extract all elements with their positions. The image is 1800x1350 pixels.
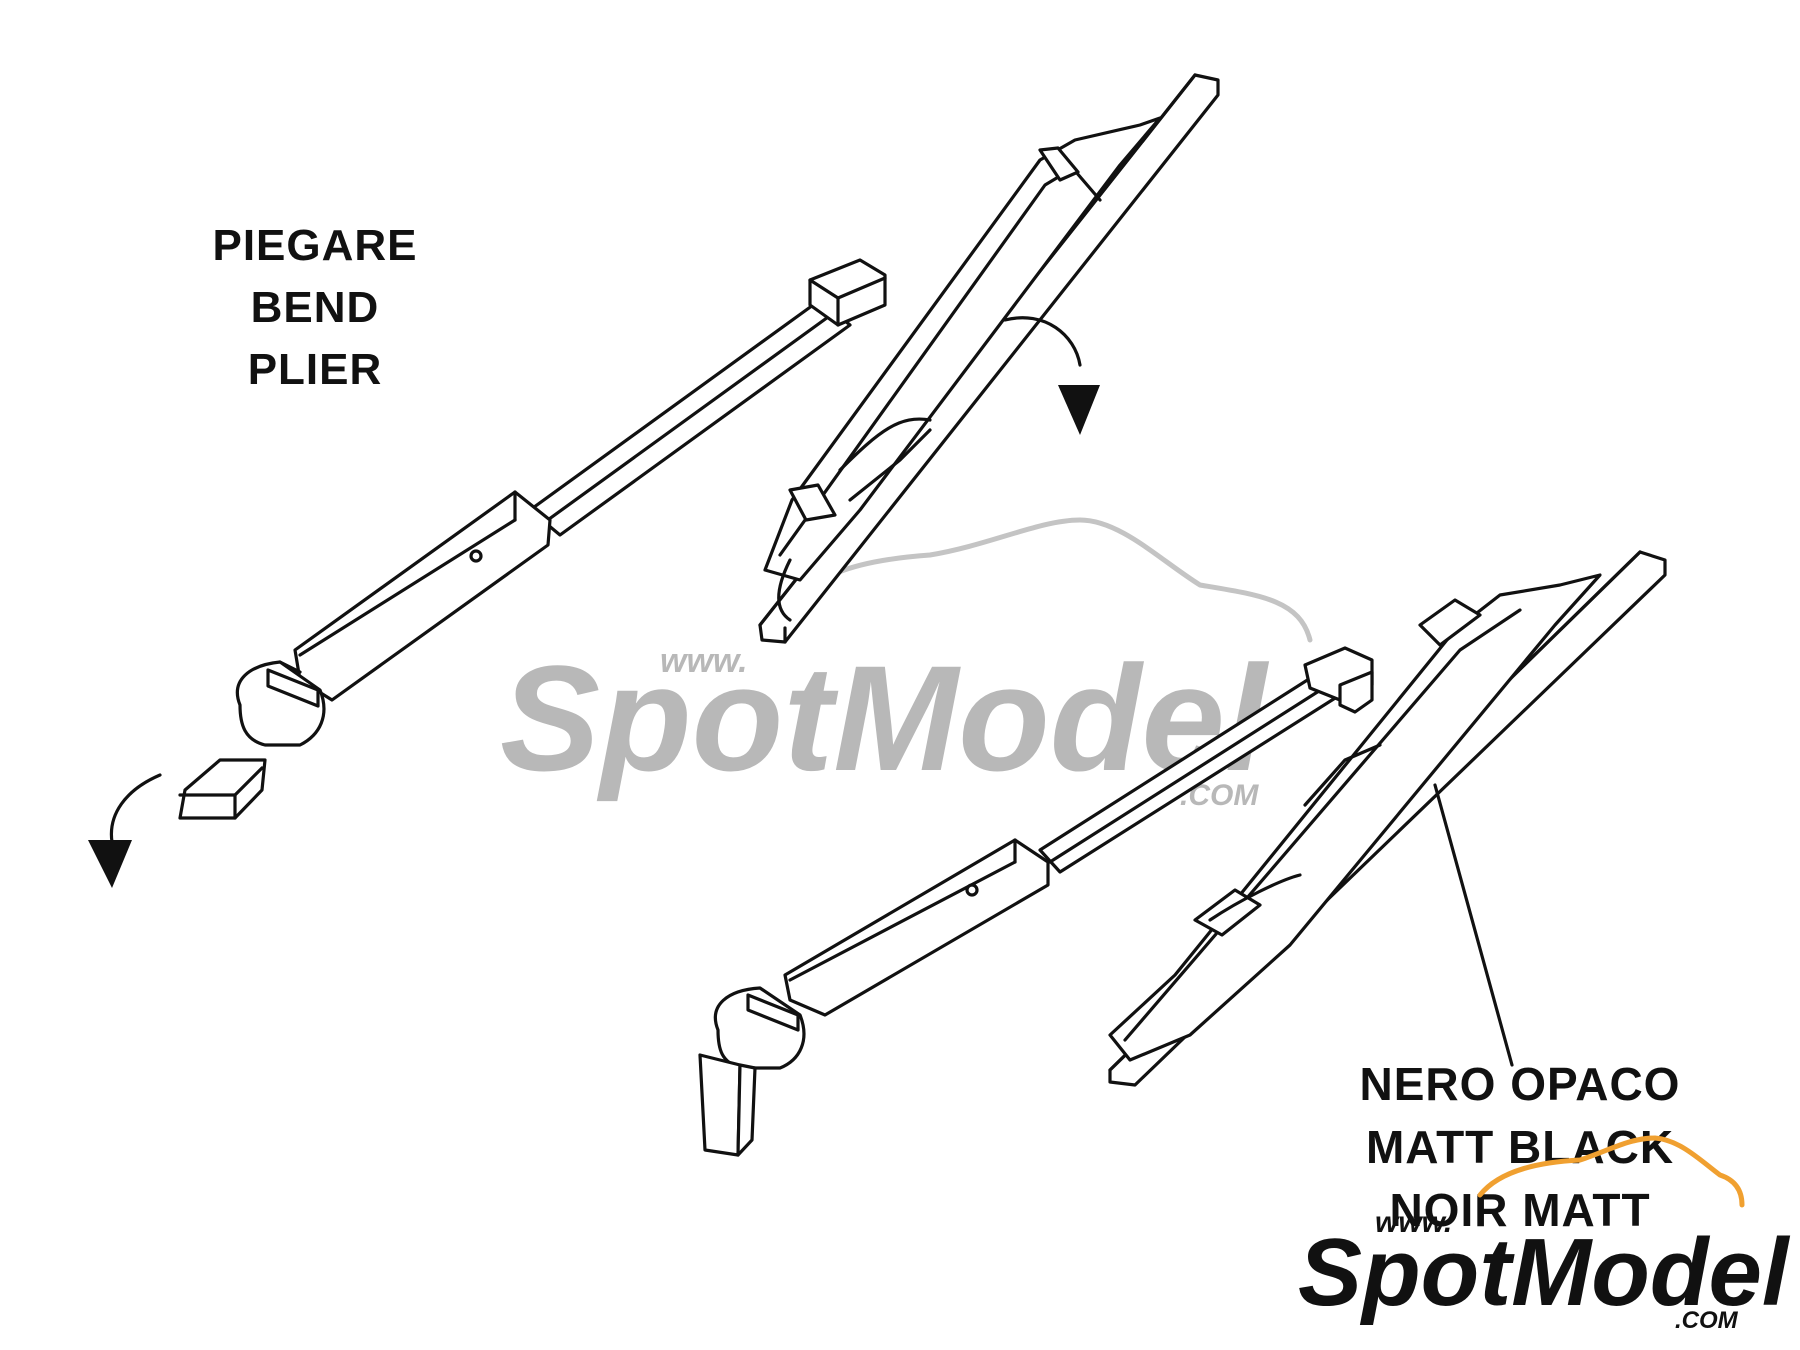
center-watermark: www. SpotModel .COM	[500, 517, 1313, 812]
bend-label: PIEGARE BEND PLIER	[212, 221, 417, 394]
paint-leader-line	[1433, 783, 1514, 1067]
corner-logo-prefix: www.	[1375, 1206, 1452, 1239]
car-silhouette-icon	[787, 517, 1313, 643]
bend-label-line-3: PLIER	[248, 345, 383, 394]
wiper-blade-bar	[758, 73, 1220, 644]
paint-label-line-2: MATT BLACK	[1366, 1121, 1674, 1173]
bend-label-line-1: PIEGARE	[212, 221, 417, 270]
bend-tab	[178, 758, 267, 820]
bend-arrow-icon	[88, 840, 132, 888]
wiper-assembly-bend	[88, 73, 1220, 888]
watermark-prefix: www.	[660, 642, 748, 680]
corner-logo-suffix: .COM	[1675, 1307, 1739, 1334]
paint-label-line-3: NOIR MATT	[1389, 1184, 1650, 1236]
wiper-blade-frame	[763, 116, 1162, 582]
wiper-blade-frame-2	[1108, 573, 1602, 1062]
wiper-assembly-finished	[698, 550, 1667, 1157]
bend-label-line-2: BEND	[251, 283, 380, 332]
bent-tab	[698, 1053, 742, 1157]
corner-logo: www. SpotModel .COM	[1297, 1135, 1792, 1334]
corner-logo-brand: SpotModel	[1298, 1219, 1791, 1326]
rotate-arrow-icon	[1058, 385, 1100, 435]
paint-label-line-1: NERO OPACO	[1360, 1058, 1681, 1110]
watermark-brand: SpotModel	[500, 634, 1270, 802]
paint-label: NERO OPACO MATT BLACK NOIR MATT	[1360, 1058, 1681, 1236]
car-silhouette-accent-icon	[1477, 1135, 1745, 1208]
